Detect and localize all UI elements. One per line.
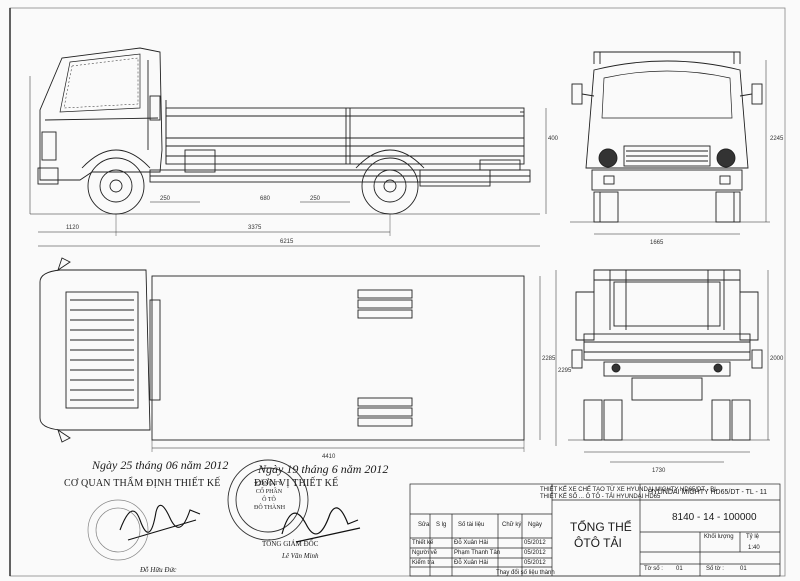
tb-col-header-5: Ngày <box>528 522 543 528</box>
date-left-month: 06 <box>165 458 178 472</box>
dim-front-2: 2245 <box>770 136 784 142</box>
date-left-day: 25 <box>120 458 133 472</box>
tb-row3-role: Kiểm tra <box>412 560 435 566</box>
date-right-year: 2012 <box>364 462 389 476</box>
side-view <box>29 47 547 247</box>
company-stamp-text: CÔNG TY CỔ PHẦN Ô TÔ ĐÔ THÀNH <box>254 480 286 512</box>
signer-left-name: Đỗ Hữu Đức <box>140 566 177 574</box>
tb-row1-name: Đỗ Xuân Hải <box>454 540 489 546</box>
dim-side-5: 680 <box>260 196 271 202</box>
date-left-word-month: tháng <box>135 458 163 472</box>
dim-rear-1: 1730 <box>652 468 666 474</box>
tb-header-small-2: THIẾT KẾ SỐ ... Ô TÔ - TẢI HYUNDAI HD65 <box>540 494 661 500</box>
signer-right-name: Lê Văn Minh <box>282 552 319 560</box>
tb-row3-date: 05/2012 <box>524 560 546 566</box>
dim-rear-2: 2000 <box>770 356 784 362</box>
dim-side-2: 3375 <box>248 225 262 231</box>
date-left-word-year: năm <box>180 458 202 472</box>
date-left-year: 2012 <box>204 458 229 472</box>
tb-row3-name: Đỗ Xuân Hải <box>454 560 489 566</box>
tb-col-header-4: Chữ ký <box>502 522 522 528</box>
dim-top-2: 2285 <box>542 356 556 362</box>
tb-col-header-3: Số tài liệu <box>458 522 485 528</box>
tb-footer-note: Thay đổi số liệu thành <box>496 570 555 576</box>
company-stamp <box>227 459 309 541</box>
date-right: Ngày 19 tháng 6 năm 2012 <box>258 462 388 477</box>
date-left-word-day: Ngày <box>92 458 118 472</box>
tb-header-small-1: THIẾT KẾ XE CHẾ TẠO TỪ XE HYUNDAI MIGHTY… <box>540 487 718 493</box>
dim-side-4: 250 <box>160 196 171 202</box>
tb-row2-date: 05/2012 <box>524 550 546 556</box>
date-right-word-month: tháng <box>301 462 329 476</box>
tb-sheet-label: Tờ số : <box>644 566 663 572</box>
left-stamp <box>87 499 149 561</box>
stamp-line-1: CÔNG TY <box>255 481 283 487</box>
signer-right-role: TỔNG GIÁM ĐỐC <box>262 540 319 548</box>
date-right-word-year: năm <box>340 462 362 476</box>
date-right-word-day: Ngày <box>258 462 284 476</box>
dim-front-1: 1665 <box>650 240 664 246</box>
tb-sheets-value: 01 <box>740 566 747 572</box>
dim-side-6: 250 <box>310 196 321 202</box>
tb-col-header-2: S lg <box>436 522 447 528</box>
tb-scale-label: Tỷ lệ <box>746 534 760 540</box>
rear-view <box>568 269 770 463</box>
dim-top-3: 2295 <box>558 368 572 374</box>
tb-sheets-label: Số tờ : <box>706 566 724 572</box>
dim-side-7: 400 <box>548 136 559 142</box>
tb-title-line1: TỔNG THỂ <box>570 520 632 534</box>
stamp-line-4: ĐÔ THÀNH <box>254 505 286 511</box>
date-right-month: 6 <box>331 462 338 476</box>
tb-row1-role: Thiết kế <box>412 540 434 546</box>
right-signature <box>281 507 361 543</box>
left-signature <box>119 504 201 541</box>
top-view <box>39 257 557 452</box>
org-right: ĐƠN VỊ THIẾT KẾ <box>254 478 339 489</box>
dim-side-3: 6215 <box>280 239 294 245</box>
title-block-grid <box>409 483 781 577</box>
tb-row2-role: Người vẽ <box>412 550 437 556</box>
org-left: CƠ QUAN THẨM ĐỊNH THIẾT KẾ <box>64 478 221 489</box>
tb-sheet-value: 01 <box>676 566 683 572</box>
tb-row2-name: Phạm Thanh Tân <box>454 550 501 556</box>
date-right-day: 19 <box>286 462 299 476</box>
tb-row1-date: 05/2012 <box>524 540 546 546</box>
tb-weight-label: Khối lượng <box>704 534 734 540</box>
tb-col-header-1: Sửa <box>418 522 430 528</box>
stamp-line-2: CỔ PHẦN <box>255 489 283 495</box>
tb-model: HYUNDAI MIGHTY HD65/DT - TL - 11 <box>648 489 768 496</box>
date-left: Ngày 25 tháng 06 năm 2012 <box>92 458 228 473</box>
stamp-line-3: Ô TÔ <box>262 497 276 503</box>
tb-scale-value: 1:40 <box>748 545 760 551</box>
dim-side-1: 1120 <box>66 225 80 231</box>
tb-title-line2: ÔTÔ TẢI <box>574 536 622 550</box>
dim-top-1: 4410 <box>322 454 336 460</box>
tb-drawing-number: 8140 - 14 - 100000 <box>672 512 757 523</box>
front-view <box>570 51 770 235</box>
